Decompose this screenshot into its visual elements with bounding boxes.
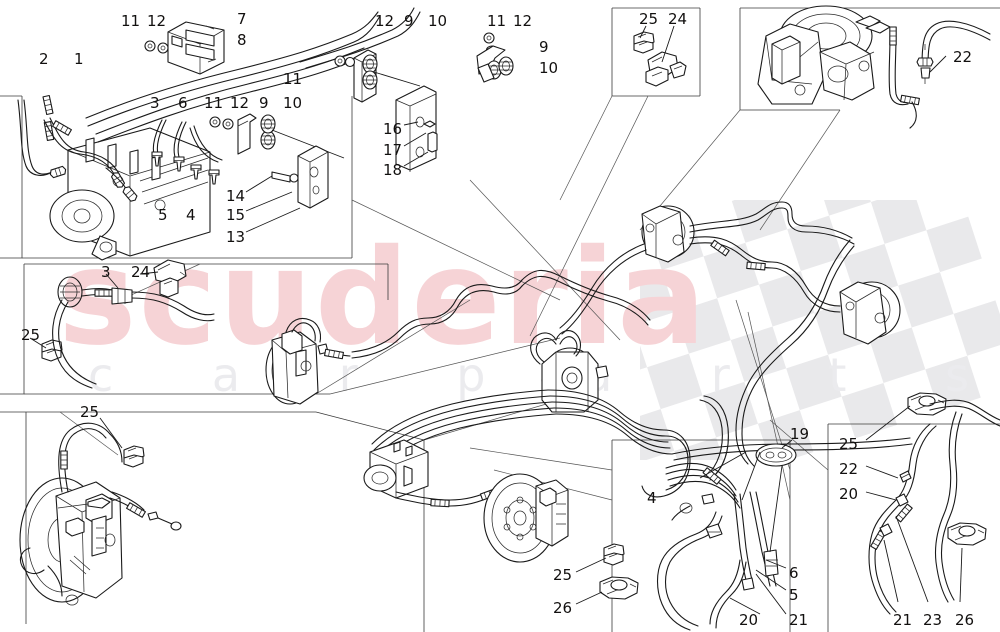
callout-number-25: 25 [80, 403, 100, 421]
callout-number-22: 22 [839, 460, 859, 478]
callout-number-10: 10 [539, 59, 559, 77]
callout-number-26: 26 [553, 599, 573, 617]
callout-number-6: 6 [789, 564, 799, 582]
callout-number-21: 21 [789, 611, 809, 629]
inset-sensor-3-clip-24 [29, 259, 215, 389]
callout-number-11: 11 [121, 12, 141, 30]
callout-number-7: 7 [237, 10, 247, 28]
inset-clips-25-24 [633, 25, 687, 87]
callout-number-16: 16 [383, 120, 403, 138]
callout-number-11: 11 [283, 70, 303, 88]
callout-number-5: 5 [789, 586, 799, 604]
callout-number-25: 25 [639, 10, 659, 28]
callout-number-5: 5 [158, 206, 168, 224]
rear-caliper-assembly-top-right [757, 5, 991, 129]
callout-number-9: 9 [259, 94, 269, 112]
abs-hydraulic-unit-top-left [17, 7, 514, 261]
callout-number-4: 4 [186, 206, 196, 224]
inset-rear-pipes-bottom-right [865, 392, 1000, 615]
callout-number-15: 15 [226, 206, 246, 224]
callout-number-17: 17 [383, 141, 403, 159]
callout-number-14: 14 [226, 187, 246, 205]
callout-number-11: 11 [487, 12, 507, 30]
callout-number-22: 22 [953, 48, 973, 66]
callout-number-24: 24 [131, 263, 151, 281]
callout-number-3: 3 [150, 94, 160, 112]
callout-number-12: 12 [147, 12, 167, 30]
callout-number-9: 9 [539, 38, 549, 56]
rear-corner-assemblies-right [559, 201, 901, 467]
callout-number-10: 10 [428, 12, 448, 30]
callout-number-23: 23 [923, 611, 943, 629]
callout-number-13: 13 [226, 228, 246, 246]
callout-number-25: 25 [21, 326, 41, 344]
front-left-corner-assembly [265, 269, 651, 405]
callout-number-10: 10 [283, 94, 303, 112]
callout-number-11: 11 [204, 94, 224, 112]
rear-left-corner-assembly-bottom [19, 417, 182, 606]
callout-number-1: 1 [74, 50, 84, 68]
callout-number-12: 12 [375, 12, 395, 30]
callout-number-25: 25 [839, 435, 859, 453]
callout-number-18: 18 [383, 161, 403, 179]
callout-number-25: 25 [553, 566, 573, 584]
callout-number-9: 9 [404, 12, 414, 30]
callout-number-12: 12 [230, 94, 250, 112]
inset-rear-pipes-bottom-center [575, 439, 797, 631]
callout-number-20: 20 [739, 611, 759, 629]
brake-servo-master-cylinder [530, 330, 609, 413]
callout-number-8: 8 [237, 31, 247, 49]
callout-number-4: 4 [647, 489, 657, 507]
abs-unit-and-front-disc-center-bottom [363, 389, 913, 563]
section-outlines [0, 7, 1000, 632]
callout-number-21: 21 [893, 611, 913, 629]
callout-number-2: 2 [39, 50, 49, 68]
callout-number-12: 12 [513, 12, 533, 30]
callout-number-26: 26 [955, 611, 975, 629]
callout-number-20: 20 [839, 485, 859, 503]
callout-number-24: 24 [668, 10, 688, 28]
callout-number-6: 6 [178, 94, 188, 112]
callout-number-19: 19 [790, 425, 810, 443]
callout-number-3: 3 [101, 263, 111, 281]
